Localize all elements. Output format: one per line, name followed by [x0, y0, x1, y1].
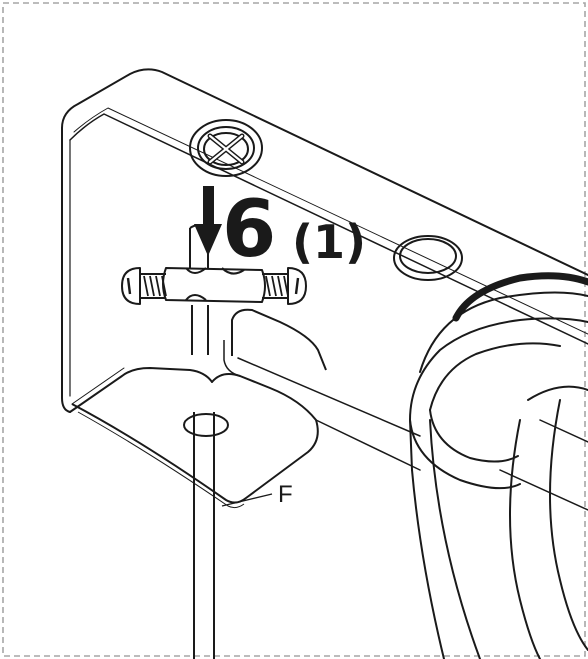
quantity-label: (1) [292, 215, 366, 269]
rod-connector [121, 267, 307, 305]
bracket-top-face [61, 68, 588, 276]
tab-hole [183, 413, 229, 437]
top-screw [189, 119, 263, 177]
left-screw-head [121, 267, 141, 305]
bracket-slot [231, 308, 327, 371]
bracket-top-edge [69, 113, 588, 345]
metal-bracket [61, 68, 588, 511]
round-recess [393, 235, 463, 281]
step-instruction: 6 (1) [194, 185, 366, 275]
callout-leader-f [221, 493, 273, 507]
step-number: 6 [222, 185, 276, 275]
down-arrow-icon [194, 186, 222, 256]
bracket-left-edge [61, 127, 71, 413]
strap-loop [409, 272, 588, 659]
callout-label-f: F [278, 481, 293, 508]
